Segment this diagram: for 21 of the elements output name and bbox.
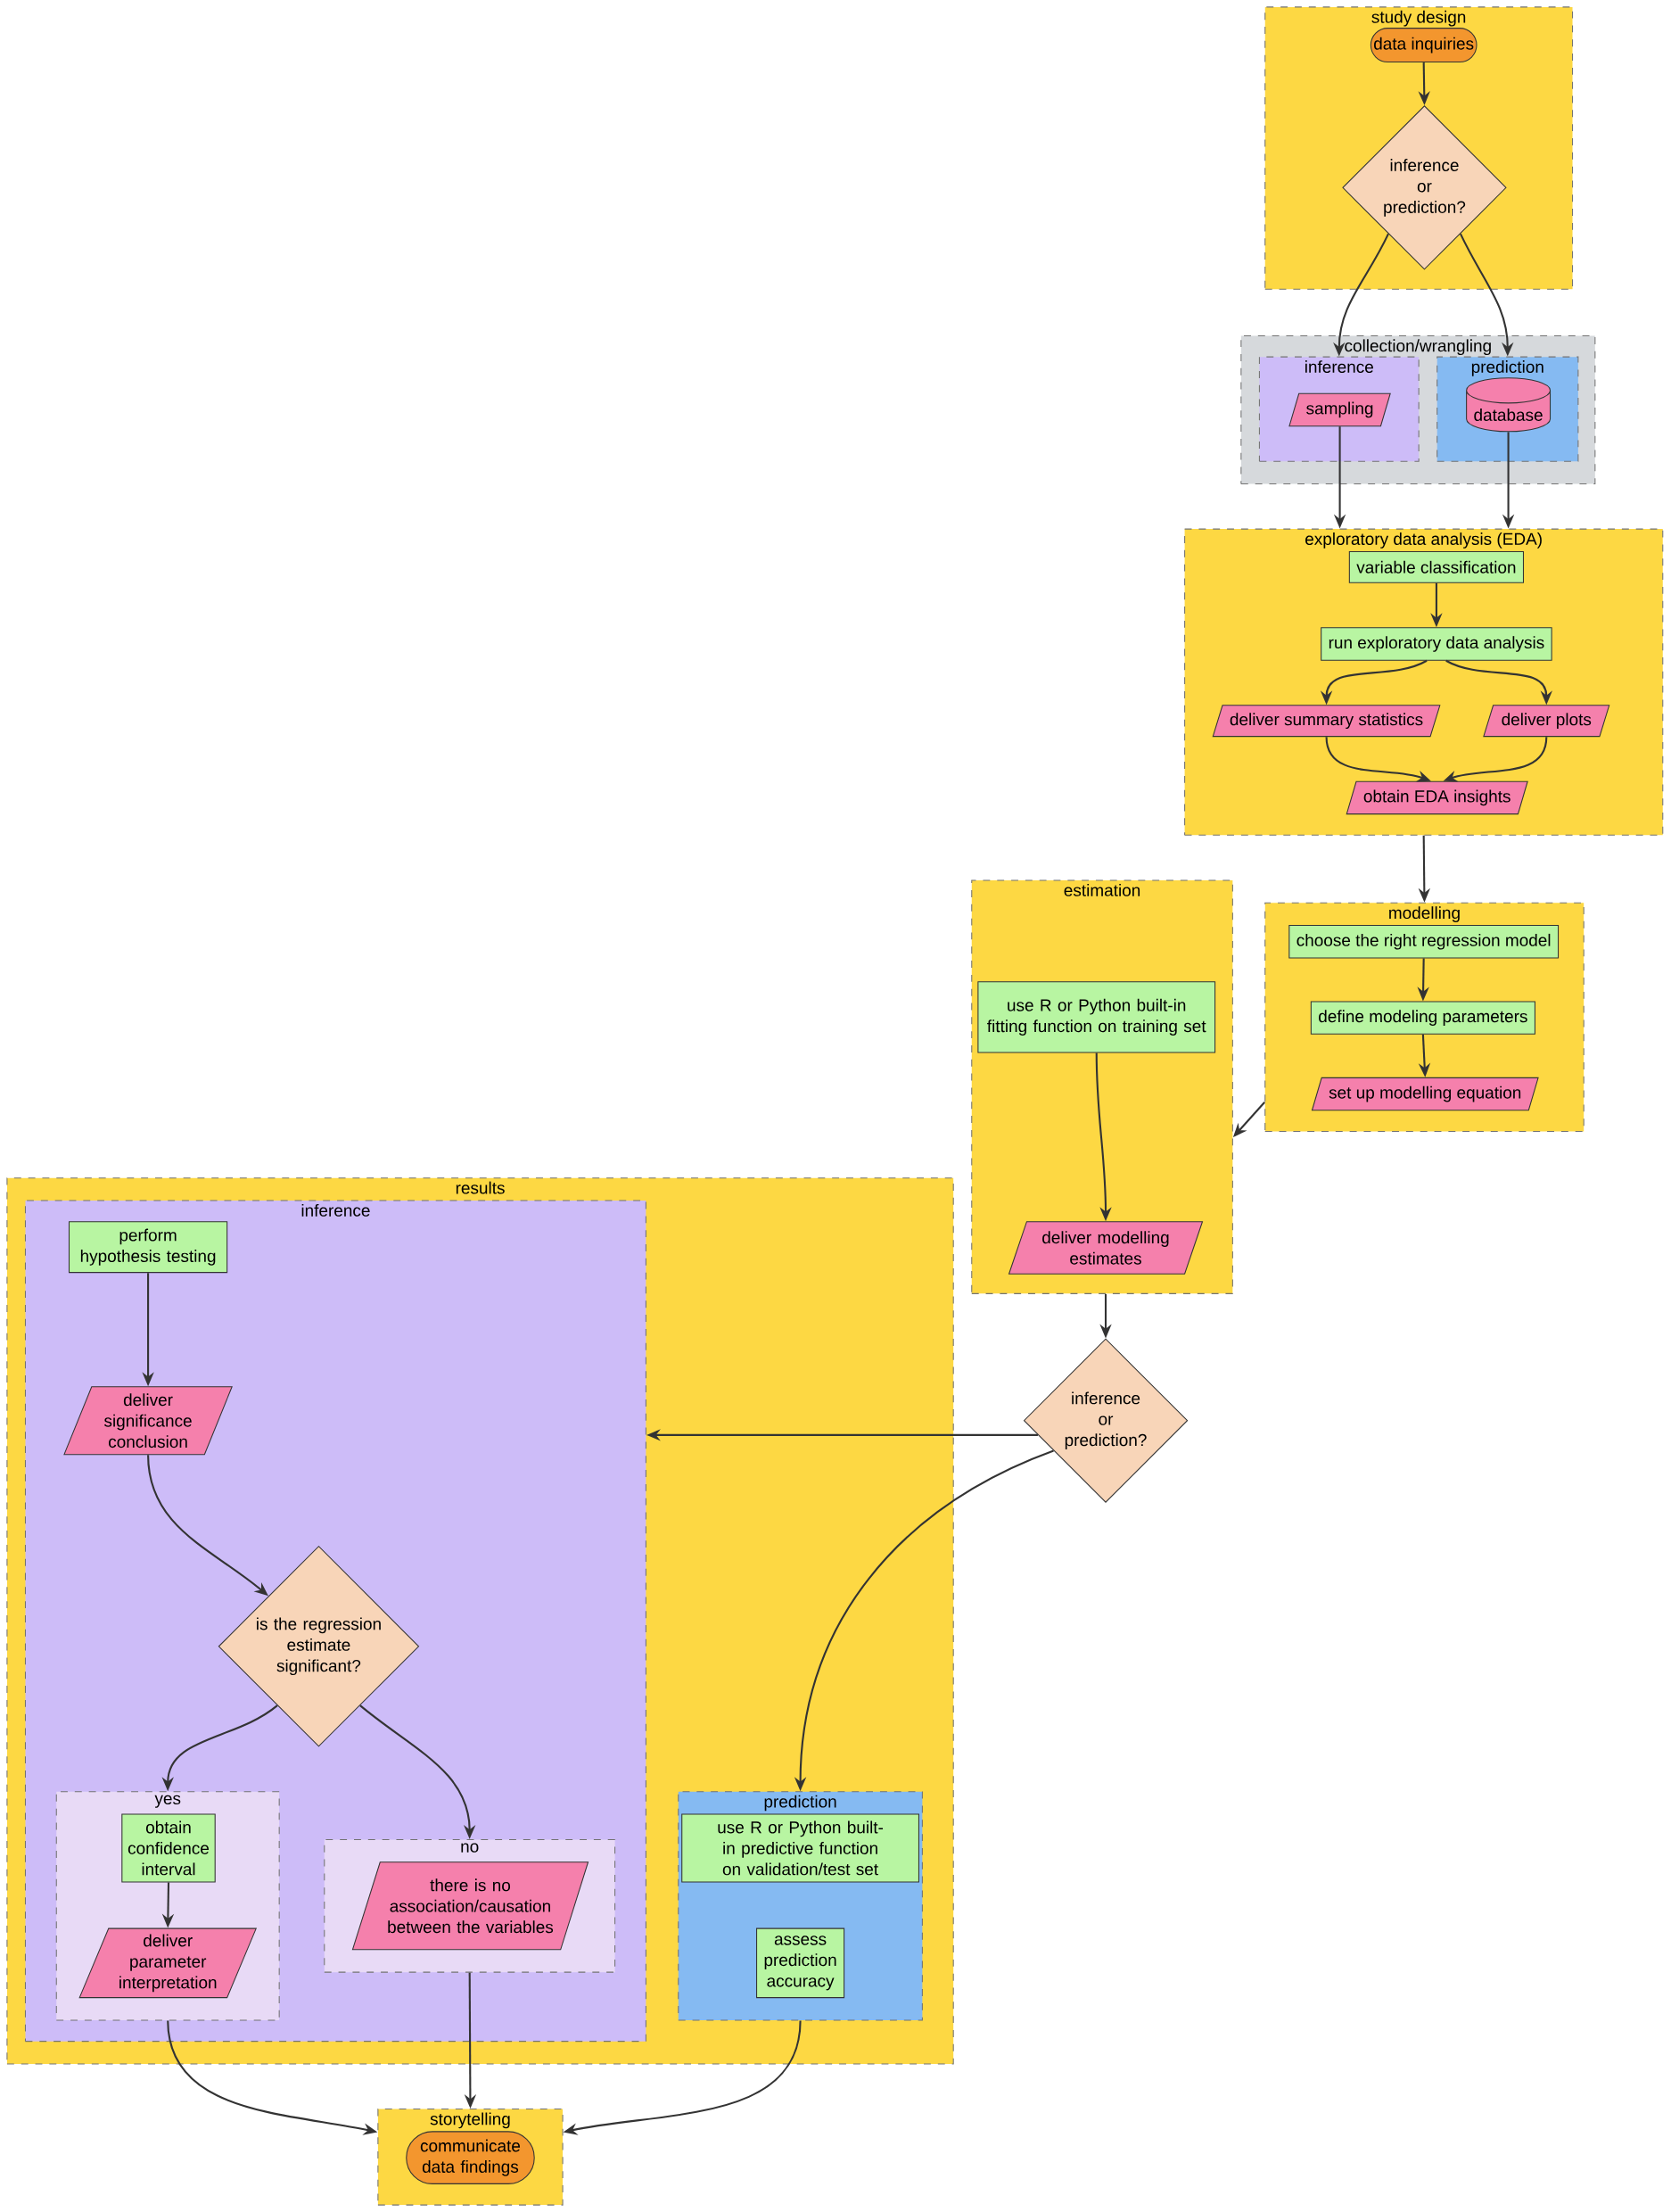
data-parallelogram: deliver parameter interpretation xyxy=(78,1927,257,1999)
process-box: define modeling parameters xyxy=(1310,1001,1535,1035)
process-box: choose the right regression model xyxy=(1288,925,1559,959)
process-box: assess prediction accuracy xyxy=(755,1927,845,1999)
data-parallelogram: sampling xyxy=(1288,392,1391,427)
data-parallelogram: there is no association/causation between the variables xyxy=(351,1861,589,1951)
data-parallelogram: deliver plots xyxy=(1483,705,1610,738)
terminal-box: data inquiries xyxy=(1370,28,1478,63)
process-box: perform hypothesis testing xyxy=(68,1221,228,1274)
process-box: run exploratory data analysis xyxy=(1321,627,1552,661)
process-box: use R or Python built-in fitting function on training set xyxy=(977,981,1215,1053)
data-parallelogram: deliver significance conclusion xyxy=(63,1386,233,1456)
process-box: use R or Python built-in predictive function on validation/test set xyxy=(681,1813,919,1883)
data-parallelogram: deliver modelling estimates xyxy=(1008,1221,1204,1275)
data-parallelogram: set up modelling equation xyxy=(1311,1077,1539,1111)
data-parallelogram: obtain EDA insights xyxy=(1346,780,1528,815)
data-parallelogram: deliver summary statistics xyxy=(1212,705,1441,738)
database-cylinder: database xyxy=(1466,377,1551,433)
process-box: obtain confidence interval xyxy=(121,1813,216,1883)
terminal-box: communicate data findings xyxy=(406,2131,535,2184)
process-box: variable classification xyxy=(1348,550,1524,583)
